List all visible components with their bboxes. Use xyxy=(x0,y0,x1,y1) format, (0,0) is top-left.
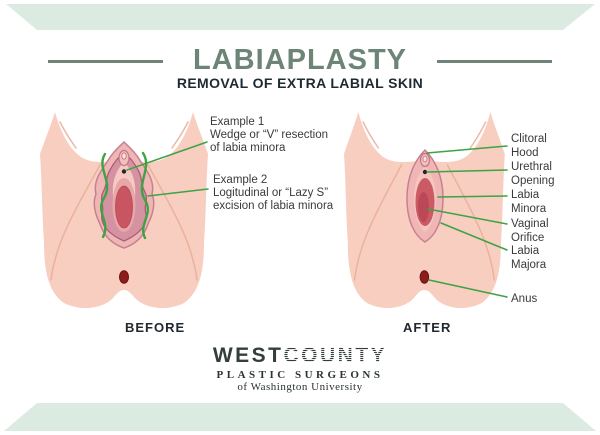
leader-clitoral-hood xyxy=(426,145,508,154)
annotation-example-2: Example 2 Logitudinal or “Lazy S” excisi… xyxy=(213,174,333,213)
incision-lazy-s-left xyxy=(99,152,109,239)
annotation-line: of labia minora xyxy=(210,142,286,154)
annotation-line: Wedge or “V” resection xyxy=(210,129,329,141)
bottom-banner-shape xyxy=(4,403,596,431)
before-caption: BEFORE xyxy=(125,320,186,335)
annotation-line: Example 1 xyxy=(210,116,265,128)
label-urethral-opening: Urethral Opening xyxy=(511,161,554,188)
label-clitoral-hood: Clitoral Hood xyxy=(511,133,547,160)
label-line: Labia xyxy=(511,245,540,257)
label-anus: Anus xyxy=(511,293,537,307)
label-line: Orifice xyxy=(511,231,545,244)
clitoris-before xyxy=(121,152,127,160)
brand-primary: WEST xyxy=(212,344,284,367)
title-rule-left xyxy=(48,60,163,63)
annotation-line: Logitudinal or “Lazy S” xyxy=(213,187,329,199)
leader-example-1 xyxy=(126,141,208,171)
leader-labia-majora xyxy=(440,222,508,251)
vaginal-orifice-inner-after xyxy=(418,192,429,222)
label-line: Vaginal xyxy=(511,218,549,230)
brand-secondary: COUNTY xyxy=(283,344,388,367)
label-line: Minora xyxy=(511,202,547,215)
incision-lazy-s-right xyxy=(140,151,150,240)
label-vaginal-orifice: Vaginal Orifice xyxy=(511,218,549,245)
annotation-line: Example 2 xyxy=(213,174,268,186)
brand-tagline: PLASTIC SURGEONS xyxy=(216,369,384,381)
label-line: Majora xyxy=(511,258,547,271)
brand-subline: of Washington University xyxy=(237,381,363,393)
vaginal-orifice-before xyxy=(115,185,133,229)
leader-vaginal-orifice xyxy=(427,208,508,225)
label-line: Urethral xyxy=(511,161,552,173)
title-rule-right xyxy=(437,60,552,63)
label-line: Clitoral xyxy=(511,133,547,145)
leader-urethral-opening xyxy=(426,169,508,173)
urethral-opening-before xyxy=(121,169,127,174)
label-line: Labia xyxy=(511,189,540,201)
label-line: Opening xyxy=(511,174,555,187)
page-title: LABIAPLASTY xyxy=(193,44,407,76)
after-caption: AFTER xyxy=(403,320,452,335)
annotation-example-1: Example 1 Wedge or “V” resection of labi… xyxy=(210,116,328,155)
vulva-before xyxy=(93,140,155,249)
clitoris-after xyxy=(422,155,428,163)
leader-labia-minora xyxy=(437,195,508,198)
urethral-opening-after xyxy=(422,169,428,175)
leader-lines xyxy=(126,141,508,298)
page-subtitle: REMOVAL OF EXTRA LABIAL SKIN xyxy=(176,75,424,91)
leader-example-2 xyxy=(147,188,209,197)
label-line: Anus xyxy=(511,293,538,305)
annotation-line: excision of labia minora xyxy=(213,200,334,212)
label-labia-minora: Labia Minora xyxy=(511,189,546,216)
label-labia-majora: Labia Majora xyxy=(511,245,546,272)
leader-anus xyxy=(428,279,508,298)
label-line: Hood xyxy=(511,146,539,159)
vulva-after xyxy=(406,148,444,243)
top-banner-shape xyxy=(6,4,595,30)
brand-wordmark: WESTCOUNTY xyxy=(0,344,600,368)
